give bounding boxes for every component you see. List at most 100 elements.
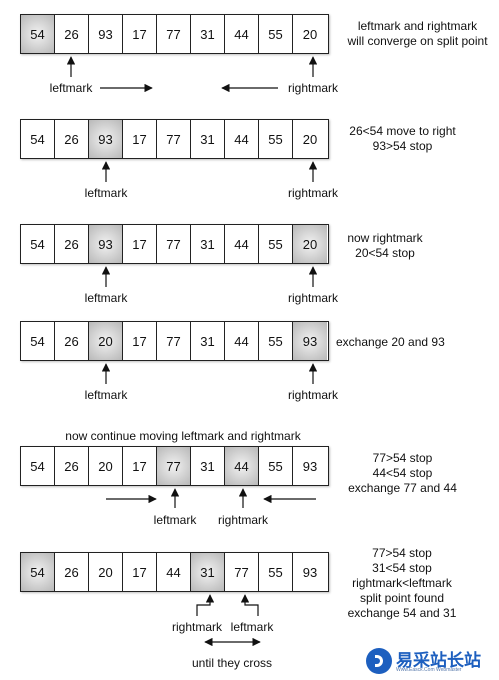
array-cell: 20	[293, 120, 327, 158]
array-cell: 26	[55, 120, 89, 158]
array-cell: 44	[225, 322, 259, 360]
note-line: 77>54 stop	[372, 451, 433, 465]
row-6-rightmark-label: rightmark	[171, 620, 223, 634]
row-6-leftmark-pointer	[240, 594, 259, 616]
note-line: 44<54 stop	[372, 466, 433, 480]
row-1-leftmark-label: leftmark	[49, 81, 93, 95]
array-cell: 17	[123, 322, 157, 360]
array-cell: 77	[157, 322, 191, 360]
row-2-leftmark-label: leftmark	[84, 186, 128, 200]
array-cell: 54	[21, 553, 55, 591]
array-cell: 31	[191, 120, 225, 158]
array-cell: 77	[157, 120, 191, 158]
array-cell: 93	[293, 322, 327, 360]
array-cell: 17	[123, 553, 157, 591]
array-cell: 31	[191, 322, 225, 360]
array-cell: 17	[123, 447, 157, 485]
array-cell: 77	[225, 553, 259, 591]
logo-icon	[366, 648, 392, 674]
array-cell: 26	[55, 553, 89, 591]
note-line: now rightmark	[347, 231, 423, 245]
array-cell: 44	[225, 15, 259, 53]
note-line: split point found	[359, 591, 445, 605]
array-cell: 31	[191, 553, 225, 591]
row-4-rightmark-label: rightmark	[287, 388, 339, 402]
note-line: exchange 54 and 31	[347, 606, 457, 620]
array-cell: 44	[157, 553, 191, 591]
array-cell: 55	[259, 322, 293, 360]
array-cell: 54	[21, 120, 55, 158]
array-cell: 55	[259, 120, 293, 158]
array-cell: 20	[89, 447, 123, 485]
continue-caption: now continue moving leftmark and rightma…	[65, 429, 301, 443]
row-6-rightmark-pointer	[196, 594, 215, 616]
array-cell: 17	[123, 120, 157, 158]
note-line: 77>54 stop	[372, 546, 432, 560]
note-line: 93>54 stop	[372, 139, 433, 153]
array-cell: 44	[225, 447, 259, 485]
note-line: 20<54 stop	[355, 246, 415, 260]
logo-subtext: Www.Easck.Com Webmaster	[396, 667, 462, 673]
array-cell: 93	[89, 120, 123, 158]
cross-caption: until they cross	[191, 656, 273, 670]
array-cell: 54	[21, 15, 55, 53]
logo-text: 易采站长站	[396, 650, 481, 671]
array-cell: 54	[21, 447, 55, 485]
array-cell: 77	[157, 15, 191, 53]
array-cell: 31	[191, 225, 225, 263]
row-2-rightmark-label: rightmark	[287, 186, 339, 200]
row-3-rightmark-label: rightmark	[287, 291, 339, 305]
row-4-note: exchange 20 and 93	[336, 335, 456, 350]
array-cell: 93	[89, 225, 123, 263]
row-5-leftmark-label: leftmark	[153, 513, 197, 527]
row-3-leftmark-label: leftmark	[84, 291, 128, 305]
array-cell: 93	[89, 15, 123, 53]
note-line: rightmark<leftmark	[352, 576, 452, 590]
array-cell: 26	[55, 225, 89, 263]
array-cell: 20	[89, 322, 123, 360]
array-cell: 93	[293, 553, 327, 591]
note-line: will converge on split point	[347, 34, 488, 48]
array-cell: 93	[293, 447, 327, 485]
array-cell: 55	[259, 15, 293, 53]
array-cell: 77	[157, 447, 191, 485]
array-cell: 54	[21, 225, 55, 263]
array-cell: 44	[225, 120, 259, 158]
array-cell: 55	[259, 225, 293, 263]
row-5-rightmark-label: rightmark	[217, 513, 269, 527]
array-cell: 20	[293, 225, 327, 263]
array-cell: 54	[21, 322, 55, 360]
note-line: 31<54 stop	[372, 561, 432, 575]
row-1-rightmark-label: rightmark	[287, 81, 339, 95]
note-line: 26<54 move to right	[349, 124, 456, 138]
note-line: exchange 77 and 44	[348, 481, 457, 495]
array-cell: 20	[293, 15, 327, 53]
note-line: exchange 20 and 93	[336, 335, 445, 349]
row-4-leftmark-label: leftmark	[84, 388, 128, 402]
array-cell: 31	[191, 447, 225, 485]
array-cell: 26	[55, 15, 89, 53]
row-6-leftmark-label: leftmark	[230, 620, 274, 634]
array-cell: 17	[123, 15, 157, 53]
array-cell: 31	[191, 15, 225, 53]
array-cell: 55	[259, 553, 293, 591]
array-cell: 20	[89, 553, 123, 591]
note-line: leftmark and rightmark	[357, 19, 478, 33]
watermark-logo: 易采站长站 Www.Easck.Com Webmaster	[366, 648, 499, 674]
array-cell: 17	[123, 225, 157, 263]
array-cell: 26	[55, 447, 89, 485]
array-cell: 44	[225, 225, 259, 263]
array-cell: 55	[259, 447, 293, 485]
array-cell: 77	[157, 225, 191, 263]
